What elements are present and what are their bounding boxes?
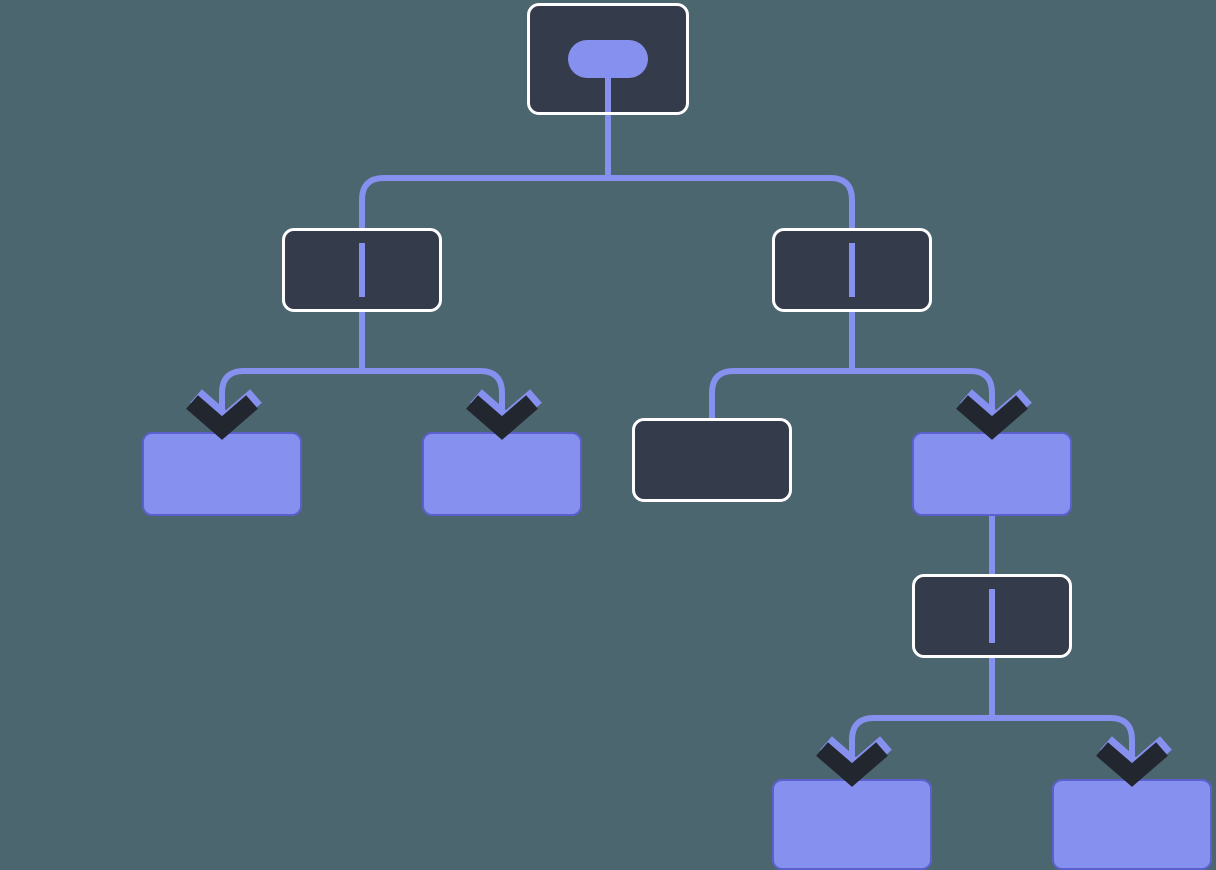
tree-node-root[interactable]	[527, 3, 689, 115]
tree-node-l2a[interactable]	[142, 432, 302, 516]
arrowhead-glow-ah-l4a	[820, 736, 892, 781]
arrowhead-glow-ah-l2d	[960, 389, 1032, 434]
tree-node-l1a[interactable]	[282, 228, 442, 312]
arrowhead-icon-ah-l4a	[816, 742, 888, 787]
edge-l1b-to-l2d	[849, 312, 995, 432]
edge-root-to-l1b	[605, 115, 855, 228]
tree-node-l2d[interactable]	[912, 432, 1072, 516]
node-inner-stem	[605, 70, 611, 112]
node-inner-stem	[849, 243, 855, 297]
arrowhead-glow-ah-l2a	[190, 389, 262, 434]
tree-node-l2c[interactable]	[632, 418, 792, 502]
arrowhead-glow-ah-l4b	[1100, 736, 1172, 781]
edge-root-to-l1a	[359, 115, 611, 228]
tree-node-l2b[interactable]	[422, 432, 582, 516]
edge-l1b-to-l2c	[709, 312, 855, 418]
edge-l1a-to-l2b	[359, 312, 505, 432]
tree-node-l4a[interactable]	[772, 779, 932, 870]
tree-node-l3a[interactable]	[912, 574, 1072, 658]
edge-l3a-to-l4a	[849, 658, 995, 779]
arrowhead-glow-ah-l2b	[470, 389, 542, 434]
arrowhead-icon-ah-l2a	[186, 395, 258, 440]
edge-l1a-to-l2a	[219, 312, 365, 432]
node-inner-stem	[989, 589, 995, 643]
arrowhead-icon-ah-l2d	[956, 395, 1028, 440]
arrowhead-icon-ah-l4b	[1096, 742, 1168, 787]
tree-node-l1b[interactable]	[772, 228, 932, 312]
arrowhead-icon-ah-l2b	[466, 395, 538, 440]
edge-l3a-to-l4b	[989, 658, 1135, 779]
node-inner-stem	[359, 243, 365, 297]
tree-node-l4b[interactable]	[1052, 779, 1212, 870]
